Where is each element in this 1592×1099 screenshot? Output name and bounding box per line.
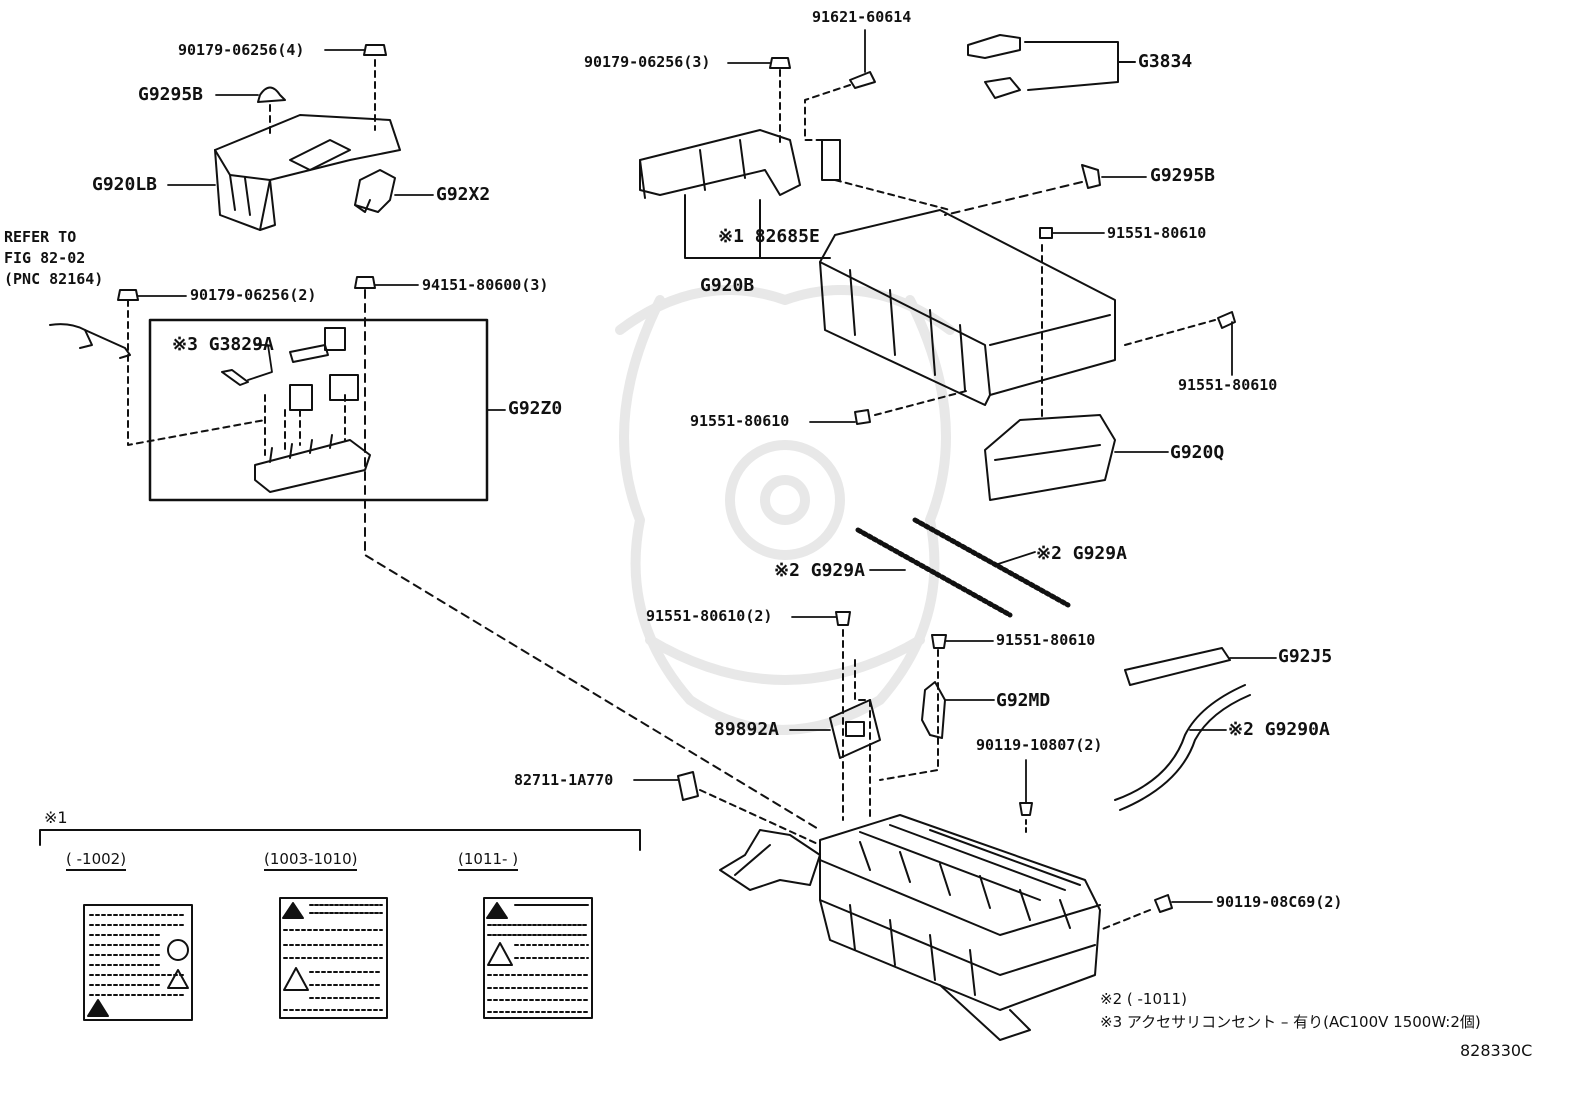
legend-col1: ( -1002) bbox=[66, 852, 127, 871]
hose-g9290a bbox=[1114, 684, 1251, 811]
label-refer-line3: (PNC 82164) bbox=[4, 270, 104, 288]
label-g3829a: ※3 G3829A bbox=[172, 334, 274, 355]
clip-g9295b-right bbox=[1081, 164, 1101, 189]
legend-mark: ※1 bbox=[44, 808, 68, 827]
label-g920b: G920B bbox=[700, 275, 755, 296]
relay-block-g92z0 bbox=[221, 327, 371, 493]
busbar-g929a-left bbox=[855, 527, 1013, 618]
bolt-91551-a bbox=[1039, 227, 1053, 239]
label-82685e: ※1 82685E bbox=[718, 226, 820, 247]
label-91621-60614: 91621-60614 bbox=[812, 8, 912, 26]
label-91551-80610-c: 91551-80610 bbox=[690, 412, 790, 430]
label-g9290a: ※2 G9290A bbox=[1228, 719, 1330, 740]
label-82685e bbox=[821, 139, 841, 181]
sticker-3 bbox=[483, 897, 593, 1019]
label-90179-06256-4: 90179-06256(4) bbox=[178, 41, 305, 59]
watermark-logo bbox=[615, 285, 955, 735]
bolt-91551-b bbox=[1217, 311, 1236, 329]
bolt-91621 bbox=[849, 71, 876, 89]
leader-g920b bbox=[684, 194, 831, 259]
duct-g92j5 bbox=[1124, 647, 1231, 686]
label-90179-06256-3: 90179-06256(3) bbox=[584, 53, 711, 71]
label-91551-80610-a: 91551-80610 bbox=[1107, 224, 1207, 242]
label-g92j5: G92J5 bbox=[1278, 646, 1333, 667]
nut-94151 bbox=[354, 276, 376, 289]
label-g9295b-right: G9295B bbox=[1150, 165, 1216, 186]
battery-pack bbox=[819, 814, 1101, 1011]
footnote-2: ※2 ( -1011) bbox=[1100, 990, 1187, 1008]
label-91551-80610-2: 91551-80610(2) bbox=[646, 607, 773, 625]
label-91551-80610-d: 91551-80610 bbox=[996, 631, 1096, 649]
label-89892a: 89892A bbox=[714, 719, 780, 740]
ecu-89892a bbox=[829, 699, 881, 759]
cover-g920lb bbox=[214, 114, 401, 231]
bolt-90119-10807 bbox=[1019, 802, 1033, 816]
legend-col2: (1003-1010) bbox=[264, 852, 358, 871]
battery-bracket bbox=[719, 829, 1031, 1041]
bolt-91551-2 bbox=[835, 611, 851, 626]
dash-line bbox=[264, 394, 346, 456]
label-g92z0: G92Z0 bbox=[508, 398, 563, 419]
nut-90179-2 bbox=[117, 289, 139, 301]
label-91551-80610-b: 91551-80610 bbox=[1178, 376, 1278, 394]
dash-line bbox=[874, 389, 971, 416]
dash-line bbox=[944, 181, 1083, 216]
label-g92x2: G92X2 bbox=[436, 184, 491, 205]
label-g9295b-left: G9295B bbox=[138, 84, 204, 105]
label-82711-1a770: 82711-1A770 bbox=[514, 771, 614, 789]
sticker-1 bbox=[83, 904, 193, 1021]
label-90119-10807-2: 90119-10807(2) bbox=[976, 736, 1103, 754]
label-90179-06256-2: 90179-06256(2) bbox=[190, 286, 317, 304]
bolt-90119-08c69 bbox=[1154, 894, 1173, 913]
label-g929a-right: ※2 G929A bbox=[1036, 543, 1127, 564]
connector-refer bbox=[49, 323, 131, 359]
dash-line bbox=[364, 289, 821, 831]
drawing-code: 828330C bbox=[1460, 1041, 1533, 1060]
bolt-91551-d bbox=[931, 634, 947, 649]
nut-90179-4 bbox=[363, 44, 387, 56]
label-g920q: G920Q bbox=[1170, 442, 1225, 463]
grommet-82711 bbox=[677, 771, 699, 801]
dash-line bbox=[127, 299, 266, 446]
legend-col3: (1011- ) bbox=[458, 852, 519, 871]
bracket-g92md bbox=[921, 681, 946, 739]
dash-line bbox=[1124, 319, 1216, 346]
label-g92md: G92MD bbox=[996, 690, 1051, 711]
sticker-2 bbox=[279, 897, 388, 1019]
legend-bracket bbox=[39, 829, 641, 851]
dash-line bbox=[699, 789, 821, 846]
dash-line bbox=[834, 179, 951, 211]
dash-line bbox=[804, 84, 851, 141]
harness-g92x2 bbox=[354, 169, 396, 213]
dash-line bbox=[879, 649, 939, 781]
sensor-g3834 bbox=[967, 34, 1021, 99]
clip-g9295b-left bbox=[257, 86, 286, 103]
footnote-3: ※3 アクセサリコンセント – 有り(AC100V 1500W:2個) bbox=[1100, 1013, 1481, 1031]
label-g929a-left: ※2 G929A bbox=[774, 560, 865, 581]
leader-g3834 bbox=[1024, 41, 1136, 91]
bracket-g920b bbox=[639, 129, 801, 199]
dash-line bbox=[1099, 909, 1151, 931]
label-g3834: G3834 bbox=[1138, 51, 1193, 72]
leader-lines bbox=[137, 29, 1277, 903]
nut-90179-3 bbox=[769, 57, 791, 69]
label-refer-line2: FIG 82-02 bbox=[4, 249, 86, 267]
bracket-g920q bbox=[984, 414, 1116, 501]
bolt-91551-c bbox=[854, 409, 871, 425]
label-refer-line1: REFER TO bbox=[4, 228, 77, 246]
label-90119-08c69-2: 90119-08C69(2) bbox=[1216, 893, 1343, 911]
label-94151-80600-3: 94151-80600(3) bbox=[422, 276, 549, 294]
label-g920lb: G920LB bbox=[92, 174, 158, 195]
dash-line bbox=[854, 659, 871, 821]
upper-cover bbox=[819, 209, 1116, 406]
busbar-g929a-right bbox=[912, 517, 1071, 608]
